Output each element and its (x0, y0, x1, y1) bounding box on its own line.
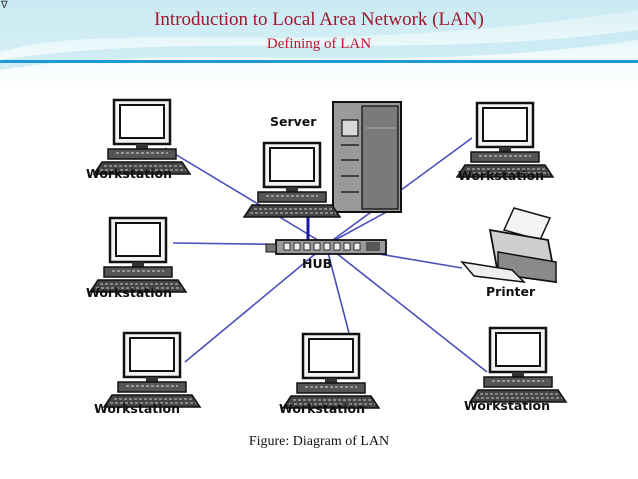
link-workstation-bottom-right (325, 244, 488, 373)
hub-label: HUB (302, 256, 332, 271)
workstation-label-mid-left: Workstation (86, 285, 172, 300)
workstation-icon-top-right (455, 101, 555, 179)
header-swoosh (0, 0, 638, 70)
workstation-icon-bottom-center (281, 332, 381, 410)
server-tower-icon (332, 101, 402, 213)
network-hub-icon (265, 239, 387, 255)
workstation-label-bottom-center: Workstation (279, 401, 365, 416)
figure-caption: Figure: Diagram of LAN (248, 434, 390, 449)
link-workstation-top-left (164, 147, 327, 246)
workstation-icon-bottom-right (468, 326, 568, 404)
corner-mark: ∇ (1, 0, 8, 11)
workstation-label-top-right: Workstation (458, 168, 544, 183)
header-divider (0, 60, 638, 63)
link-workstation-bottom-center (325, 244, 350, 334)
workstation-label-top-left: Workstation (86, 166, 172, 181)
server-console-icon (242, 141, 342, 219)
workstation-label-bottom-left: Workstation (94, 401, 180, 416)
workstation-icon-mid-left (88, 216, 188, 294)
workstation-label-bottom-right: Workstation (464, 398, 550, 413)
workstation-icon-top-left (92, 98, 192, 176)
printer-label: Printer (486, 284, 536, 299)
printer-icon (460, 207, 558, 284)
link-workstation-bottom-left (184, 244, 327, 363)
workstation-icon-bottom-left (102, 331, 202, 409)
slide-title: Introduction to Local Area Network (LAN) (154, 9, 484, 30)
server-label: Server (270, 114, 317, 129)
slide-subtitle: Defining of LAN (266, 36, 372, 52)
